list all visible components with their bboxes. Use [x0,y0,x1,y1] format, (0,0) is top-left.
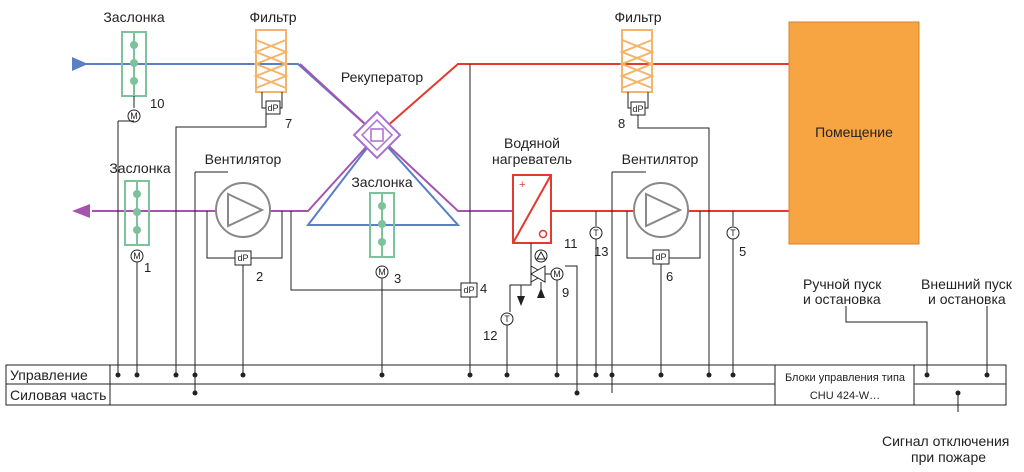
bus-table [5,364,1007,406]
external-start-label-1: Внешний пуск [921,276,1013,292]
bus-control-label: Управление [10,367,88,383]
number-3: 3 [394,271,401,286]
fire-signal-label-1: Сигнал отключения [882,433,1009,449]
number-9: 9 [562,285,569,300]
temp-symbol: T [504,314,510,324]
number-1: 1 [144,260,151,275]
damper-top-motor-icon [127,109,141,123]
dp-symbol: dP [632,104,643,114]
dp-symbol: dP [237,253,248,263]
number-10: 10 [150,96,164,111]
dp-symbol: dP [463,285,474,295]
damper-left [124,180,150,246]
svg-text:+: + [519,179,525,191]
motor-symbol: M [553,269,561,279]
recuperator [352,110,402,160]
filter-left-label: Фильтр [249,9,296,25]
motor-symbol: M [130,111,138,121]
dp-symbol: dP [267,103,278,113]
filter-left [253,29,289,93]
number-8: 8 [618,116,625,131]
control-block-label-1: Блоки управления типа [785,372,906,384]
fan-left-label: Вентилятор [205,151,282,167]
number-4: 4 [480,281,487,296]
temp-symbol: T [730,228,736,238]
external-start-label-2: и остановка [928,291,1006,307]
bus-power-label: Силовая часть [10,387,106,403]
manual-start-label-2: и остановка [803,291,881,307]
bus-junctions [115,372,990,396]
manual-start-label-1: Ручной пуск [803,276,882,292]
heated-air-duct [376,57,816,218]
dp-symbol: dP [655,252,666,262]
fan-right-label: Вентилятор [622,151,699,167]
room-block [788,21,920,245]
heater-label-1: Водяной [504,135,560,151]
filter-right-label: Фильтр [614,9,661,25]
number-12: 12 [483,328,497,343]
number-6: 6 [666,269,673,284]
control-block-label-2: CHU 424-W… [810,390,880,402]
arrow-down-icon [517,296,525,306]
number-7: 7 [285,116,292,131]
recuperator-label: Рекуператор [341,69,423,85]
fan-left-icon [215,182,271,238]
number-2: 2 [256,269,263,284]
damper-top-label: Заслонка [103,9,165,25]
filter-right [619,29,655,93]
damper-left-label: Заслонка [109,160,171,176]
filter-left-dp-icon [265,100,281,115]
damper-mid [369,192,395,258]
room-label: Помещение [815,124,893,140]
number-11: 11 [564,236,578,251]
motor-symbol: M [133,251,141,261]
number-13: 13 [594,244,608,259]
fire-signal-label-2: при пожаре [911,449,986,465]
number-5: 5 [739,244,746,259]
heater-label-2: нагреватель [492,151,572,167]
recuperator-dp-icon [460,282,478,298]
control-wiring [117,114,988,412]
temp-symbol: T [593,228,599,238]
water-heater: + [512,174,552,244]
damper-mid-label: Заслонка [351,174,413,190]
fan-right-icon [633,182,689,238]
motor-symbol: M [378,267,386,277]
